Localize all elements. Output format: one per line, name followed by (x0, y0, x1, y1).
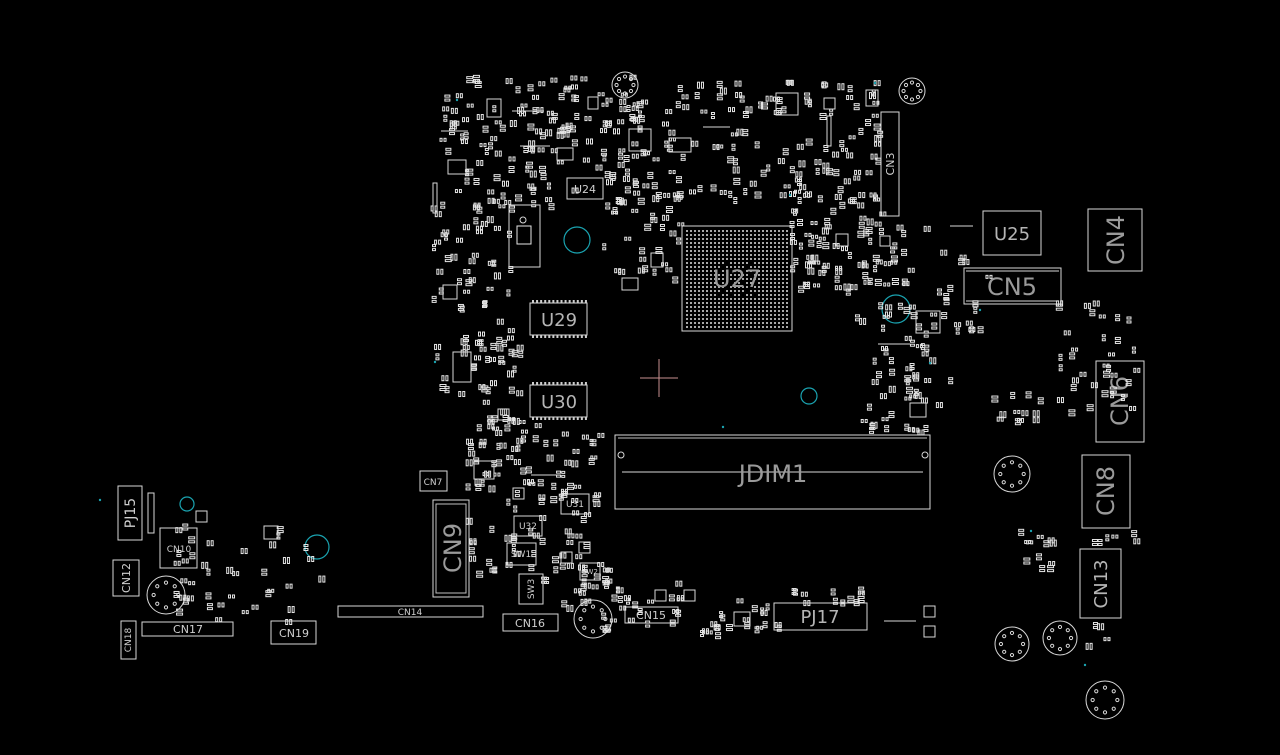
cn19-connector[interactable]: CN19 (270, 620, 317, 645)
label-cn4: CN4 (1102, 215, 1130, 265)
label-cn13: CN13 (1091, 560, 1112, 609)
sw1-switch[interactable]: SW1 (506, 542, 537, 566)
label-cn18: CN18 (124, 627, 134, 652)
label-pj15: PJ15 (123, 498, 139, 528)
pj15-connector[interactable]: PJ15 (117, 485, 143, 541)
cn16-connector[interactable]: CN16 (502, 613, 559, 632)
label-sw1: SW1 (511, 550, 531, 560)
label-pj17: PJ17 (800, 607, 839, 628)
label-u29: U29 (541, 310, 577, 331)
cn13-connector[interactable]: CN13 (1079, 548, 1122, 619)
label-cn19: CN19 (279, 627, 309, 640)
label-cn14: CN14 (398, 608, 423, 618)
label-cn5: CN5 (987, 273, 1037, 301)
label-cn6: CN6 (1106, 376, 1134, 426)
cn4-connector[interactable]: CN4 (1087, 208, 1143, 272)
label-u24: U24 (574, 183, 596, 196)
label-u25: U25 (994, 224, 1030, 245)
u32-package[interactable]: U32 (513, 515, 543, 537)
u24-package[interactable]: U24 (566, 177, 604, 200)
cn18-connector[interactable]: CN18 (120, 620, 137, 660)
crosshair-marker (640, 359, 678, 397)
label-jdim1: JDIM1 (737, 460, 808, 488)
label-cn3: CN3 (884, 153, 897, 176)
label-cn7: CN7 (424, 478, 443, 488)
label-cn9: CN9 (439, 523, 467, 573)
u27-package[interactable]: U27 (681, 225, 793, 332)
label-cn12: CN12 (120, 563, 133, 593)
label-u32: U32 (519, 522, 537, 532)
label-sw2: SW2 (582, 568, 598, 576)
cn5-connector[interactable]: CN5 (963, 267, 1062, 305)
mounting-holes (146, 71, 1125, 720)
pj17-connector[interactable]: PJ17 (773, 602, 868, 631)
u29-package[interactable]: U29 (529, 300, 588, 338)
label-u31: U31 (566, 500, 584, 510)
jdim1-connector[interactable]: JDIM1 (614, 434, 931, 510)
cn7-connector[interactable]: CN7 (419, 470, 448, 492)
label-u30: U30 (541, 392, 577, 413)
cn9-connector[interactable]: CN9 (432, 499, 470, 598)
cn17-connector[interactable]: CN17 (141, 621, 234, 637)
label-cn17: CN17 (173, 623, 203, 636)
sw3-switch[interactable]: SW3 (518, 573, 544, 605)
u25-package[interactable]: U25 (982, 210, 1042, 256)
label-cn16: CN16 (515, 617, 545, 630)
label-cn8: CN8 (1092, 466, 1120, 516)
cn3-connector[interactable]: CN3 (880, 111, 900, 217)
sw2-switch[interactable]: SW2 (579, 562, 601, 581)
cn8-connector[interactable]: CN8 (1081, 454, 1131, 529)
label-cn15: CN15 (636, 609, 666, 622)
cn14-connector[interactable]: CN14 (337, 605, 484, 618)
u30-package[interactable]: U30 (529, 382, 588, 420)
cn12-connector[interactable]: CN12 (112, 559, 140, 597)
label-sw3: SW3 (527, 579, 537, 599)
cn6-connector[interactable]: CN6 (1095, 360, 1145, 443)
misc-packages (147, 89, 973, 638)
label-u27: U27 (713, 265, 761, 293)
cn15-connector[interactable]: CN15 (624, 606, 679, 624)
passive-components (98, 74, 1141, 667)
